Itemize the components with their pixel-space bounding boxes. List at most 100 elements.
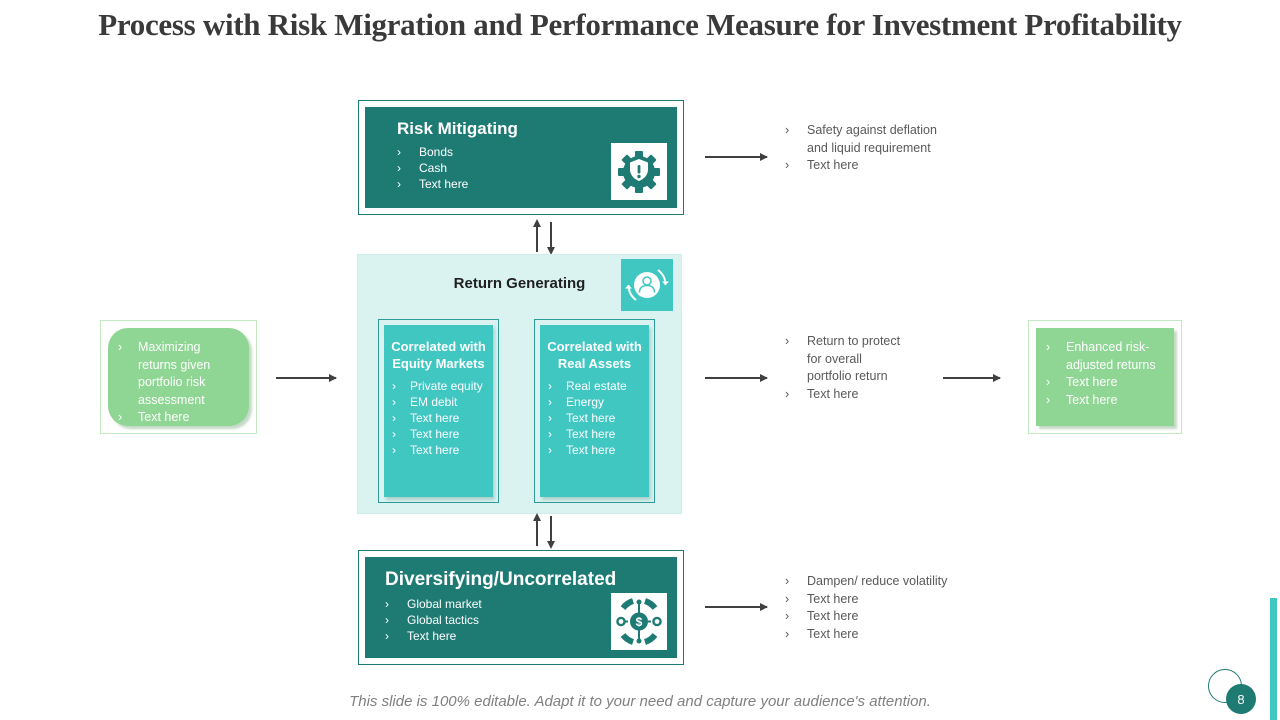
bullet-item: ›Global tactics [385,612,677,628]
bullet-item: ›Text here [392,426,493,442]
bullet-marker: › [385,613,389,627]
risk-mitigating-title: Risk Mitigating [397,119,518,138]
bullet-text: Enhanced risk-adjusted returns [1066,340,1156,372]
bullet-marker: › [785,574,790,588]
bullet-marker: › [392,379,396,393]
bullet-item: › Bonds [397,144,677,160]
bullet-marker: › [397,145,401,159]
bullet-text: Text here [138,410,190,424]
bullet-item: ›Text here [1046,374,1174,392]
bullet-marker: › [397,177,401,191]
diversifying-fill: Diversifying/Uncorrelated ›Global market… [365,557,677,658]
enhanced-returns-box[interactable]: › Enhanced risk-adjusted returns › Text he… [1028,320,1182,434]
maximizing-returns-box[interactable]: › Maximizing returns given portfolio risk… [100,320,257,434]
bullet-item: › Text here [392,410,493,426]
bullet-marker: › [397,161,401,175]
bullet-text: Text here [410,443,460,457]
risk-outcome-list: › Safety against deflation and liquid req… [785,122,942,175]
bullet-text: Text here [566,411,616,425]
bullet-text: Cash [419,161,448,175]
bullet-marker: › [1046,392,1051,407]
bullet-item: ›Real estate [548,378,649,394]
bullet-text: Text here [807,609,859,623]
right-edge-accent-bar [1270,598,1277,720]
bullet-item: ›Text here [548,442,649,458]
down-arrow [547,222,554,255]
arrow-risk-to-outcome [705,153,768,160]
footer-note: This slide is 100% editable. Adapt it to… [349,693,931,710]
bullet-marker: › [785,626,790,641]
bullet-item: ›Text here [392,442,493,458]
diversifying-outcome-list: ›Dampen/ reduce volatility › Text here › T… [785,573,947,643]
bullet-item: › Text here [785,608,947,626]
bullet-text: Bonds [419,145,454,159]
bullet-text: Safety against deflation and liquid requ… [807,123,937,155]
equity-markets-title: Correlated with Equity Markets [391,339,486,371]
enhanced-returns-bullets: › Enhanced risk-adjusted returns › Text he… [1036,339,1174,409]
up-arrow [533,513,540,546]
bullet-item: ›Return to protect for overall portfolio… [785,333,907,386]
bullet-item: ›Text here [785,386,907,404]
bullet-text: Maximizing returns given portfolio risk … [138,340,211,407]
bullet-text: Text here [807,386,859,401]
arrow-return-to-outcome [705,374,768,381]
bullet-marker: › [392,411,396,425]
bullet-text: Private equity [410,379,483,393]
return-generating-box[interactable]: Return Generating Correlated with Equity… [357,254,682,514]
real-assets-bullets: ›Real estate ›Energy ›Text here ›Text he… [540,378,649,458]
bullet-text: Text here [566,427,616,441]
svg-text:$: $ [636,615,643,629]
arrow-left-to-return [276,374,337,381]
bullet-text: Text here [807,626,859,641]
risk-mitigating-box[interactable]: Risk Mitigating ›Bonds ›Cash ›Text here [358,100,684,215]
bullet-item: ›Text here [385,628,677,644]
risk-mitigating-fill: Risk Mitigating ›Bonds ›Cash ›Text here [365,107,677,208]
bullet-item: › Cash [397,160,677,176]
diversifying-box[interactable]: Diversifying/Uncorrelated ›Global market… [358,550,684,665]
bullet-item: ›Text here [785,157,942,175]
real-assets-box[interactable]: Correlated with Real Assets ›Real estate… [534,319,655,503]
equity-markets-bullets: ›Private equity ›EM debit ›Text here ›Te… [384,378,493,458]
bullet-marker: › [118,340,123,354]
bullet-marker: › [1046,340,1051,354]
bullet-item: › Text here [548,426,649,442]
bullet-text: Text here [1066,392,1118,407]
bullet-text: Text here [410,411,460,425]
bullet-item: › Maximizing returns given portfolio risk… [118,339,249,409]
arrow-diversifying-to-outcome [705,603,768,610]
bullet-item: › Text here [118,409,249,427]
diversifying-bullets: ›Global market ›Global tactics ›Text her… [365,596,677,644]
bullet-marker: › [785,123,790,137]
risk-mitigating-bullets: ›Bonds ›Cash ›Text here [365,144,677,192]
gear-shield-alert-icon [611,143,667,200]
bullet-marker: › [785,591,790,606]
bullet-text: Text here [807,591,859,606]
equity-markets-box[interactable]: Correlated with Equity Markets › Private … [378,319,499,503]
bullet-marker: › [785,158,790,172]
maximizing-returns-bullets: › Maximizing returns given portfolio risk… [108,339,249,427]
bullet-item: › Private equity [392,378,493,394]
bullet-marker: › [118,410,123,424]
down-arrow [547,516,554,549]
bullet-text: Real estate [566,379,627,393]
bullet-marker: › [392,427,396,441]
bullet-marker: › [548,395,552,409]
diversifying-title: Diversifying/Uncorrelated [385,569,617,590]
dollar-network-icon: $ [611,593,667,650]
bullet-marker: › [548,427,552,441]
bullet-item: ›Dampen/ reduce volatility [785,573,947,591]
bullet-item: ›Energy [548,394,649,410]
up-arrow [533,219,540,252]
bullet-item: › Safety against deflation and liquid req… [785,122,942,157]
bullet-marker: › [785,609,790,623]
bullet-item: › Text here [785,626,947,644]
bullet-item: › Enhanced risk-adjusted returns [1046,339,1174,374]
bullet-marker: › [548,443,552,457]
bullet-text: EM debit [410,395,458,409]
bullet-item: ›EM debit [392,394,493,410]
bullet-marker: › [385,629,389,643]
bullet-marker: › [785,334,790,348]
bullet-marker: › [385,597,389,611]
bullet-item: › Text here [1046,392,1174,410]
